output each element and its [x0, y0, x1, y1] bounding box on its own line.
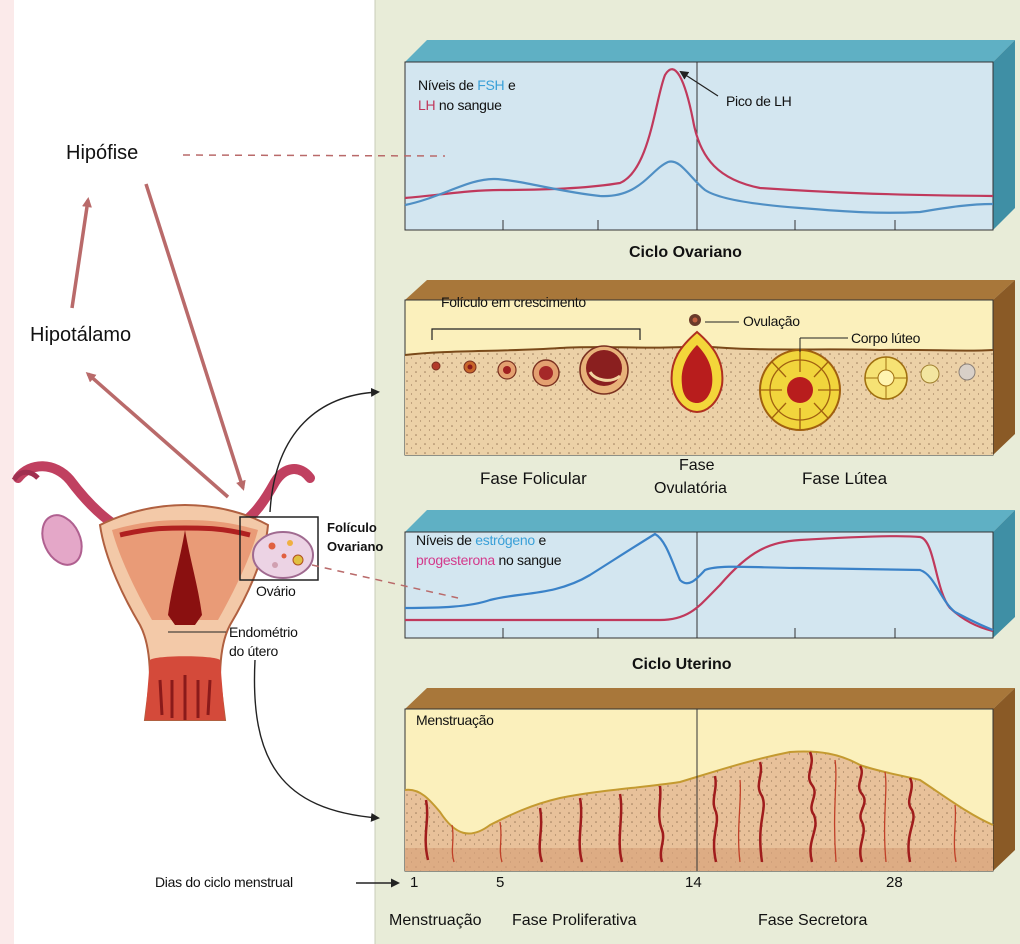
lh-legend: LH — [418, 97, 435, 113]
hipofise-label: Hipófise — [66, 142, 138, 165]
ovulatoria-label: Ovulatória — [654, 480, 727, 498]
foliculo-crescimento-label: Folículo em crescimento — [441, 294, 586, 310]
ciclo-ovariano-title: Ciclo Ovariano — [629, 244, 742, 262]
uterine-cycle-panel — [405, 688, 1015, 871]
day-tick-14: 14 — [685, 874, 702, 891]
fsh-lh-title-line1: Níveis de FSH e — [418, 77, 515, 93]
endometrio-label: Endométrio — [229, 624, 298, 640]
pico-lh-label: Pico de LH — [726, 93, 791, 109]
ciclo-uterino-title: Ciclo Uterino — [632, 656, 732, 674]
day-tick-1: 1 — [410, 874, 418, 891]
estrogeno-legend: estrógeno — [475, 532, 535, 548]
left-edge-band — [0, 0, 14, 944]
estrogen-title-line1: Níveis de estrógeno e — [416, 532, 546, 548]
menstruacao-panel-label: Menstruação — [416, 712, 494, 728]
dias-ciclo-label: Dias do ciclo menstrual — [155, 874, 293, 890]
fase-label: Fase — [679, 457, 715, 475]
fase-secretora-label: Fase Secretora — [758, 912, 867, 930]
progesterona-legend: progesterona — [416, 552, 495, 568]
menstruacao-phase-label: Menstruação — [389, 912, 482, 930]
fase-proliferativa-label: Fase Proliferativa — [512, 912, 637, 930]
ovulacao-label: Ovulação — [743, 313, 800, 329]
day-tick-5: 5 — [496, 874, 504, 891]
ovario-label: Ovário — [256, 583, 295, 599]
foliculo-label: Folículo — [327, 520, 377, 535]
fsh-lh-title-line2: LH no sangue — [418, 97, 502, 113]
corpo-luteo-label: Corpo lúteo — [851, 330, 920, 346]
hormone-panel-estrogen-progesterone — [405, 510, 1015, 638]
fase-folicular-label: Fase Folicular — [480, 469, 587, 489]
fase-lutea-label: Fase Lútea — [802, 469, 887, 489]
ovariano-label: Ovariano — [327, 539, 383, 554]
hipotalamo-label: Hipotálamo — [30, 324, 131, 347]
hormone-panel-fsh-lh — [405, 40, 1015, 230]
fsh-legend: FSH — [477, 77, 504, 93]
do-utero-label: do útero — [229, 643, 278, 659]
day-tick-28: 28 — [886, 874, 903, 891]
connector-arrows — [254, 392, 378, 818]
estrogen-title-line2: progesterona no sangue — [416, 552, 561, 568]
